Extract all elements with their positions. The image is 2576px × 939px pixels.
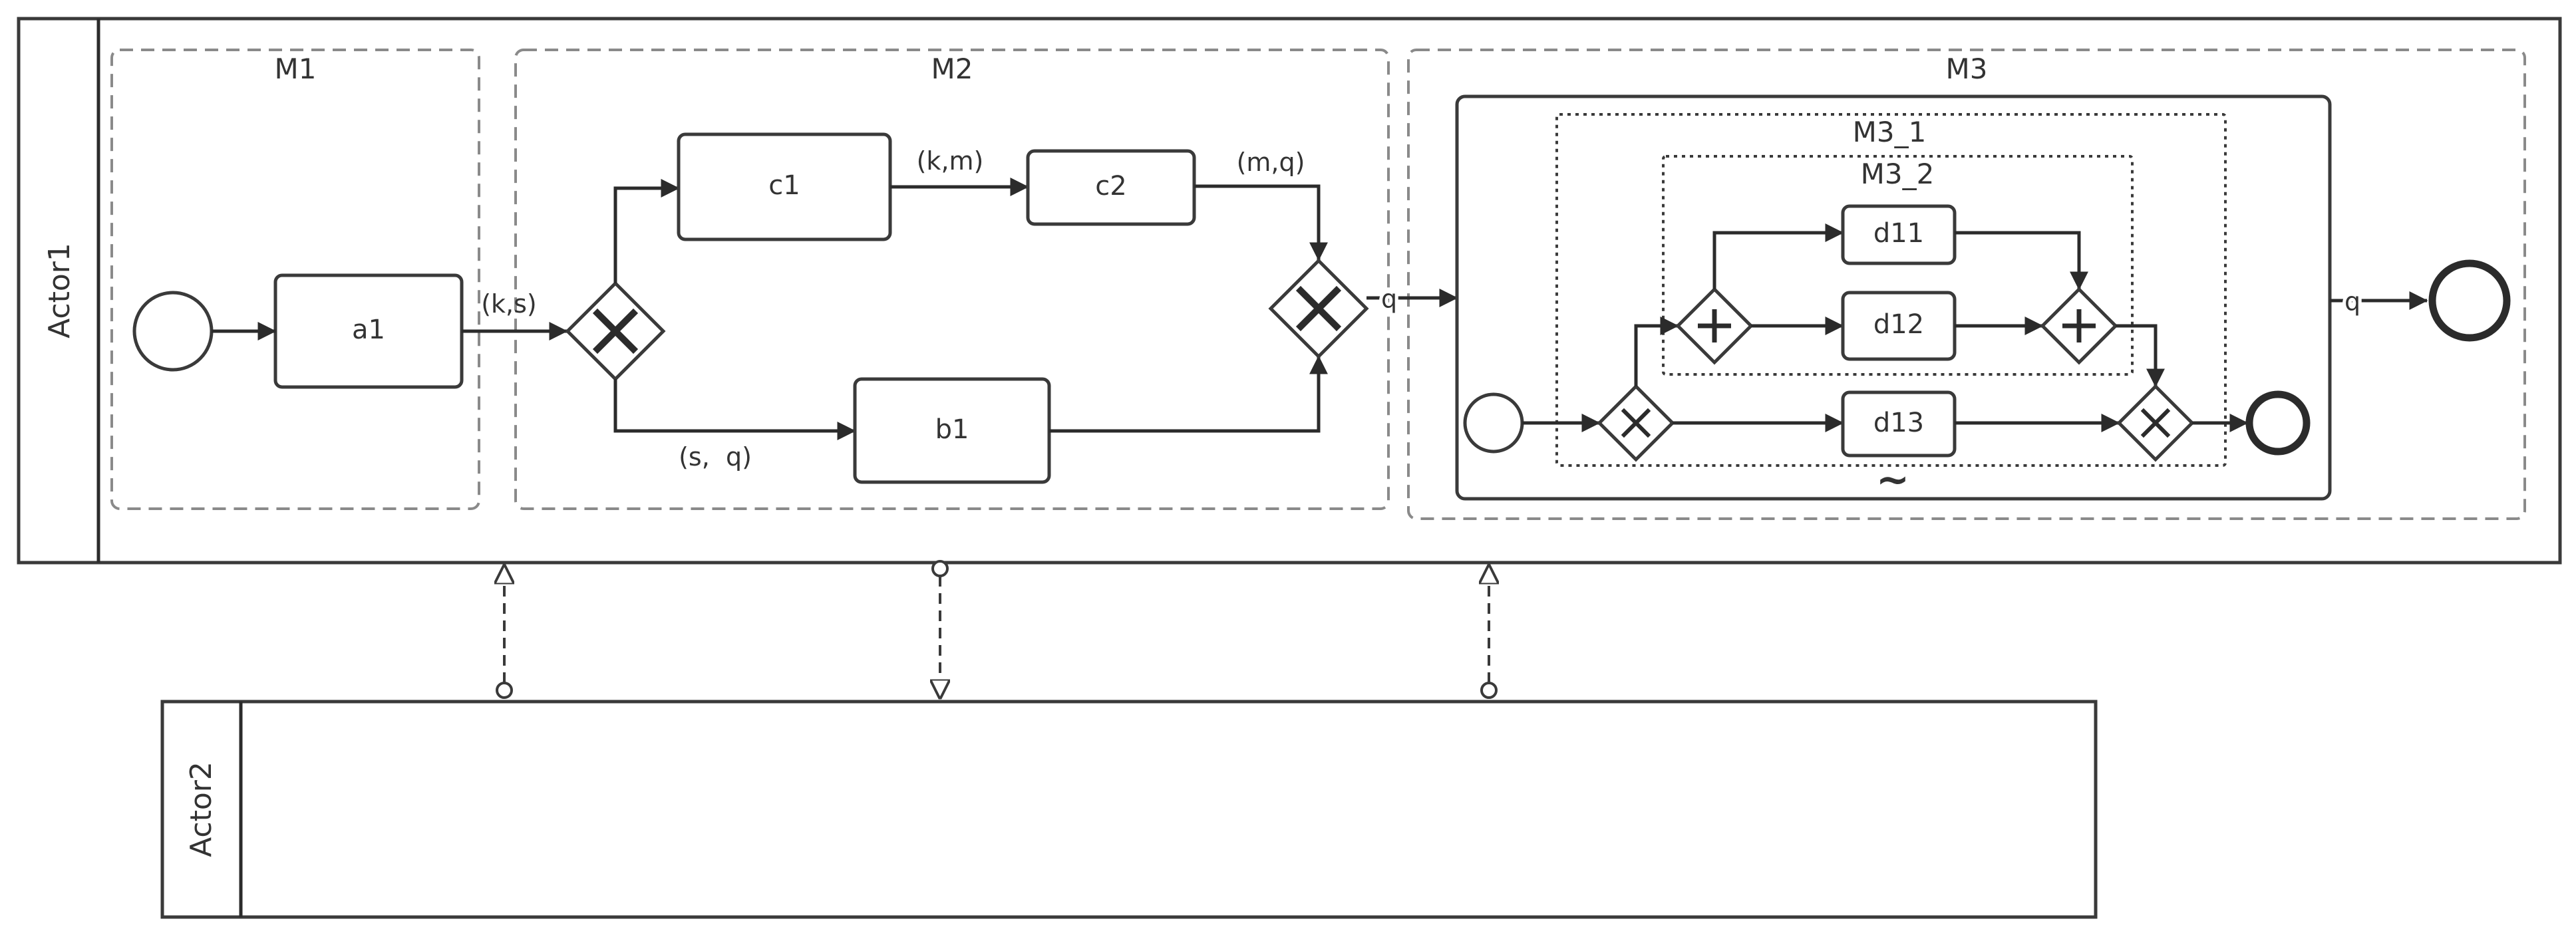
exclusive-x-icon (2140, 408, 2171, 438)
flow-label-s-q: (s, q) (679, 442, 752, 471)
flow-xor-to-and-split (1634, 317, 1679, 386)
parallel-gateway-join[interactable] (2040, 287, 2118, 365)
exclusive-x-icon (1295, 285, 1342, 332)
message-source-marker (1480, 682, 1498, 699)
parallel-plus-icon (2062, 309, 2096, 342)
group-m3-label: M3 (1946, 53, 1988, 85)
message-source-marker (496, 682, 513, 699)
flow-b1-to-join (1049, 355, 1328, 433)
flow-d11-to-and-join (1955, 231, 2088, 291)
task-b1-label: b1 (935, 414, 969, 445)
flow-gateway-to-b1 (613, 379, 856, 440)
exclusive-gateway-sub-join[interactable] (2116, 384, 2195, 462)
pool-actor1-label: Actor1 (43, 243, 77, 338)
task-a1-label: a1 (352, 315, 385, 345)
pool-actor2-label: Actor2 (184, 761, 218, 857)
task-d11[interactable] (1841, 204, 1957, 265)
flow-label-q-1: q (1381, 285, 1397, 314)
exclusive-gateway-join[interactable] (1268, 258, 1369, 359)
end-event[interactable] (2428, 259, 2511, 342)
message-source-marker (931, 560, 949, 577)
group-m2-label: M2 (931, 53, 973, 85)
flow-label-q-2: q (2344, 287, 2360, 317)
exclusive-x-icon (1621, 408, 1651, 438)
flow-and-split-to-d11 (1712, 223, 1844, 289)
group-m1 (110, 49, 480, 510)
flow-gateway-to-c1 (613, 179, 680, 283)
group-m3-1-label: M3_1 (1853, 116, 1927, 148)
pool-actor2-frame (160, 700, 2098, 919)
group-m3 (1407, 49, 2526, 520)
message-flow-2[interactable] (931, 560, 949, 698)
task-d12-label: d12 (1873, 309, 1924, 340)
group-m3-2-label: M3_2 (1861, 158, 1935, 190)
task-d13-label: d13 (1873, 408, 1924, 438)
task-c2-label: c2 (1095, 171, 1126, 201)
group-m2 (514, 49, 1390, 510)
start-event[interactable] (132, 291, 214, 372)
parallel-plus-icon (1698, 309, 1731, 342)
exclusive-x-icon (592, 308, 639, 354)
group-m3-2 (1662, 155, 2134, 376)
group-m1-label: M1 (275, 53, 317, 85)
flow-label-m-q: (m,q) (1237, 148, 1305, 177)
pool-actor2: Actor2 (160, 700, 2098, 919)
loop-marker-icon: ~ (1876, 457, 1909, 503)
sub-start-event[interactable] (1463, 392, 1524, 454)
sub-end-event[interactable] (2245, 390, 2311, 456)
flow-label-k-m: (k,m) (917, 146, 984, 176)
task-d11-label: d11 (1873, 218, 1924, 249)
message-flow-1[interactable] (496, 565, 513, 699)
message-flow-3[interactable] (1480, 565, 1498, 699)
task-c1-label: c1 (768, 170, 800, 201)
exclusive-gateway-sub-split[interactable] (1597, 384, 1675, 462)
flow-c2-to-join (1194, 184, 1328, 261)
group-m3-1 (1555, 113, 2227, 467)
flow-and-join-to-xor-join (2116, 324, 2165, 388)
parallel-gateway-split[interactable] (1675, 287, 1754, 365)
flow-label-k-s: (k,s) (481, 289, 537, 319)
